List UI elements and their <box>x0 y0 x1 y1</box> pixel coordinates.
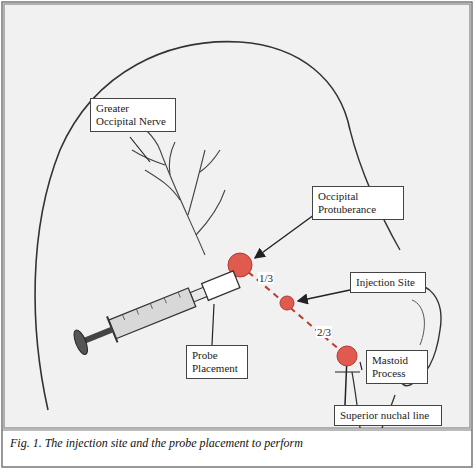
callout-arrow <box>255 212 318 258</box>
ratio-label: 2/3 <box>316 326 332 338</box>
dashed-line <box>240 265 347 356</box>
head-outline <box>35 42 350 410</box>
barrel-marks <box>122 292 180 320</box>
figure-frame <box>4 4 470 428</box>
callout-line <box>360 362 362 370</box>
label-text: Superior nuchal line <box>340 409 436 422</box>
label-text: Occipital Protuberance <box>318 190 398 216</box>
probe <box>202 271 240 300</box>
label-box: Superior nuchal line <box>334 405 442 426</box>
ear-detail <box>412 300 424 345</box>
label-text: Probe Placement <box>192 349 242 375</box>
injection-dot <box>280 296 294 310</box>
nerve-branches <box>132 130 225 255</box>
plunger-cap <box>71 328 90 356</box>
callout-arrow <box>298 290 350 301</box>
label-box: Greater Occipital Nerve <box>90 98 176 132</box>
caption-rule <box>2 430 472 431</box>
label-box: Mastoid Process <box>366 350 428 384</box>
label-box: Injection Site <box>350 272 426 293</box>
leader-line <box>212 304 214 345</box>
label-text: Injection Site <box>356 276 420 289</box>
figure-caption: Fig. 1. The injection site and the probe… <box>10 436 466 450</box>
barrel <box>109 288 196 339</box>
syringe <box>71 266 242 357</box>
label-box: Probe Placement <box>186 345 248 379</box>
leader-line <box>130 137 150 162</box>
label-text: Mastoid Process <box>372 354 422 380</box>
mastoid-dot <box>337 346 357 366</box>
label-box: Occipital Protuberance <box>312 186 404 220</box>
label-text: Greater Occipital Nerve <box>96 102 170 128</box>
nuchal-tick <box>335 372 360 373</box>
ratio-label: 1/3 <box>258 272 274 284</box>
